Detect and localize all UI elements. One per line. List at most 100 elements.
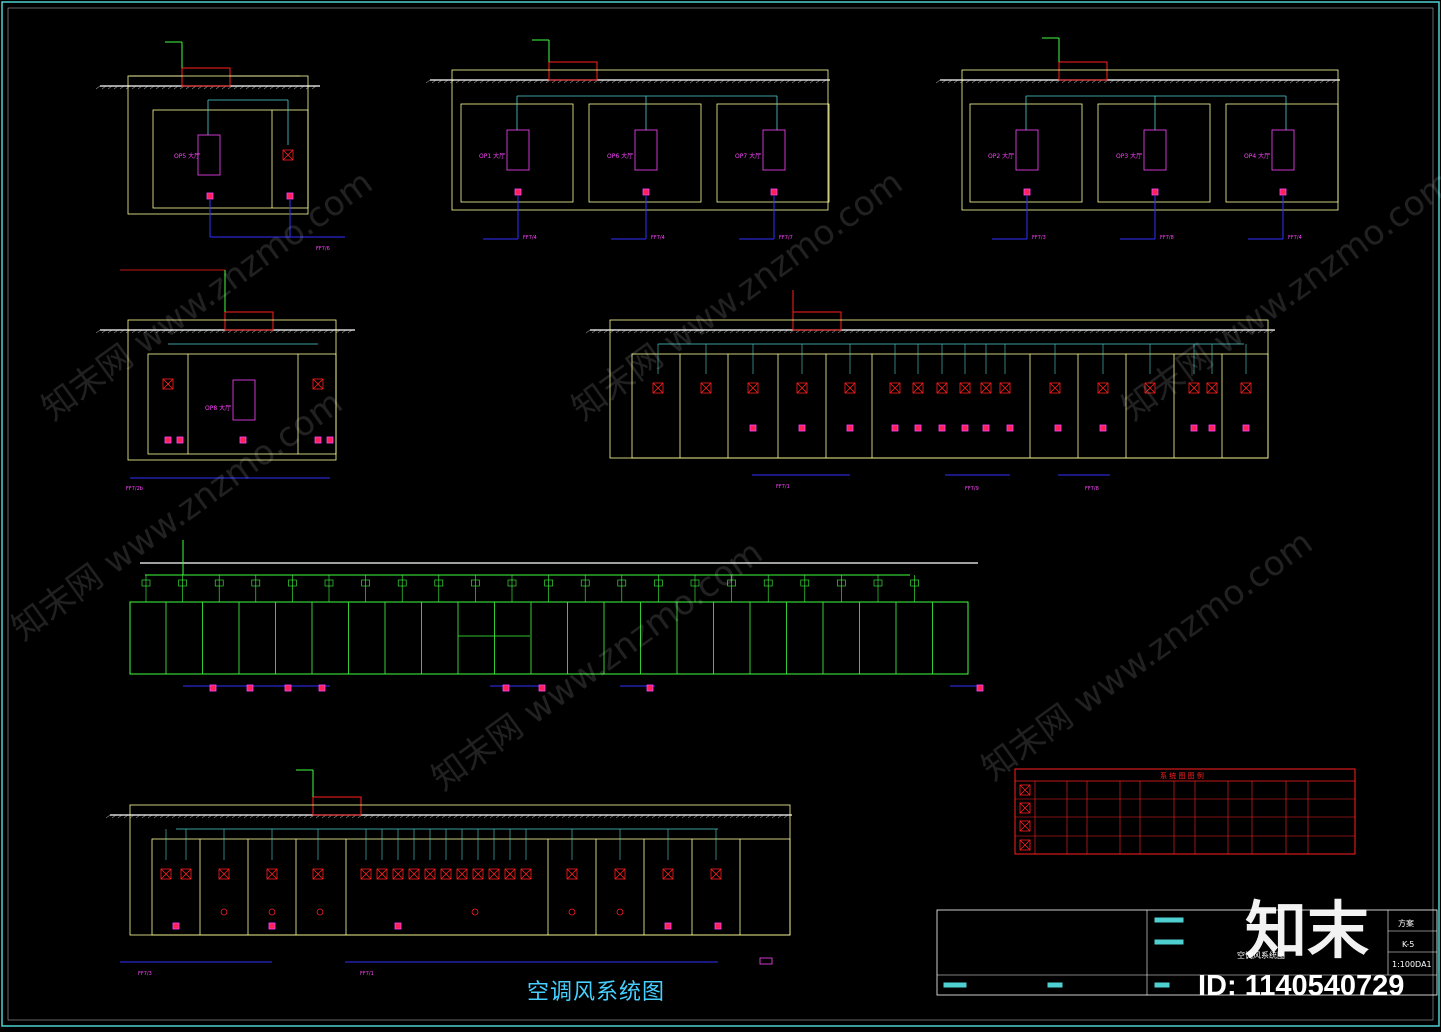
hatch [1245, 329, 1251, 334]
title-block [936, 909, 1438, 996]
hatch [689, 79, 695, 84]
hatch [1199, 79, 1205, 84]
hatch [405, 814, 411, 819]
hatch [381, 814, 387, 819]
hatch [783, 329, 789, 334]
hatch [1217, 79, 1223, 84]
hatch [1023, 329, 1029, 334]
sensor-icon [286, 192, 294, 200]
sensor-icon [642, 188, 650, 196]
damper-icon [690, 579, 700, 587]
hatch [285, 814, 291, 819]
hatch [489, 814, 495, 819]
damper-icon [361, 579, 370, 587]
sensor-icon [798, 424, 806, 432]
sensor-icon [1023, 188, 1031, 196]
fan-icon [316, 908, 324, 916]
hatch [897, 329, 903, 334]
hatch [375, 814, 381, 819]
sensor-icon [1279, 188, 1287, 196]
damper-icon [1097, 382, 1109, 394]
hatch [303, 814, 309, 819]
hatch [669, 814, 675, 819]
hatch [609, 814, 615, 819]
hatch [977, 79, 983, 84]
hatch [503, 79, 509, 84]
hatch [1113, 329, 1119, 334]
damper-cross [936, 382, 948, 394]
hatch [1253, 79, 1259, 84]
hatch [1185, 329, 1191, 334]
pipe-tag: FF7/7 [779, 235, 793, 241]
hatch [711, 814, 717, 819]
damper-cross [959, 382, 971, 394]
hatch [1221, 329, 1227, 334]
hatch [243, 814, 249, 819]
fan-coil [634, 129, 658, 171]
tb-mark [1154, 939, 1184, 945]
pipe-tag: FF7/1 [776, 484, 790, 490]
room-label: OP1 大厅 [479, 152, 505, 160]
hatch [1187, 79, 1193, 84]
hatch [233, 85, 239, 90]
damper-cross [218, 868, 230, 880]
sensor-icon [164, 436, 172, 444]
hatch [1277, 79, 1283, 84]
damper-cross [456, 868, 468, 880]
hatch [237, 814, 243, 819]
hatch [455, 79, 461, 84]
hatch [393, 814, 399, 819]
sensor-icon [318, 684, 326, 692]
hatch [867, 329, 873, 334]
hatch [707, 79, 713, 84]
hatch [941, 79, 947, 84]
damper-icon [959, 382, 971, 394]
hatch [399, 814, 405, 819]
hatch [501, 814, 507, 819]
hatch [123, 814, 129, 819]
hatch [621, 329, 627, 334]
damper-icon [312, 868, 324, 880]
hatch [257, 85, 263, 90]
hatch [753, 814, 759, 819]
hatch [213, 814, 219, 819]
hatch [431, 79, 437, 84]
hatch [683, 79, 689, 84]
hatch [999, 329, 1005, 334]
sensor-icon [891, 424, 899, 432]
hatch [729, 329, 735, 334]
damper-icon [504, 868, 516, 880]
hatch [747, 814, 753, 819]
ahu-unit [224, 311, 274, 331]
damper-cross [889, 382, 901, 394]
damper-icon [1206, 382, 1218, 394]
hatch [771, 329, 777, 334]
hatch [717, 814, 723, 819]
hatch [1115, 79, 1121, 84]
damper-icon [288, 579, 297, 587]
hatch [225, 814, 231, 819]
hatch [249, 814, 255, 819]
hatch [497, 79, 503, 84]
hatch [291, 814, 297, 819]
sensor-icon [646, 684, 654, 692]
hatch [507, 814, 513, 819]
hatch [137, 85, 143, 90]
hatch [647, 79, 653, 84]
hatch [803, 79, 809, 84]
damper-cross [408, 868, 420, 880]
legend-table [1014, 768, 1356, 855]
damper-icon [652, 382, 664, 394]
hatch [753, 329, 759, 334]
hatch [281, 329, 287, 334]
hatch [603, 329, 609, 334]
hatch [723, 814, 729, 819]
damper-icon [844, 382, 856, 394]
hatch [239, 85, 245, 90]
hatch [129, 814, 135, 819]
ahu-unit [1058, 61, 1108, 81]
hatch [675, 814, 681, 819]
hatch [1143, 329, 1149, 334]
hatch [1109, 79, 1115, 84]
hatch [713, 79, 719, 84]
